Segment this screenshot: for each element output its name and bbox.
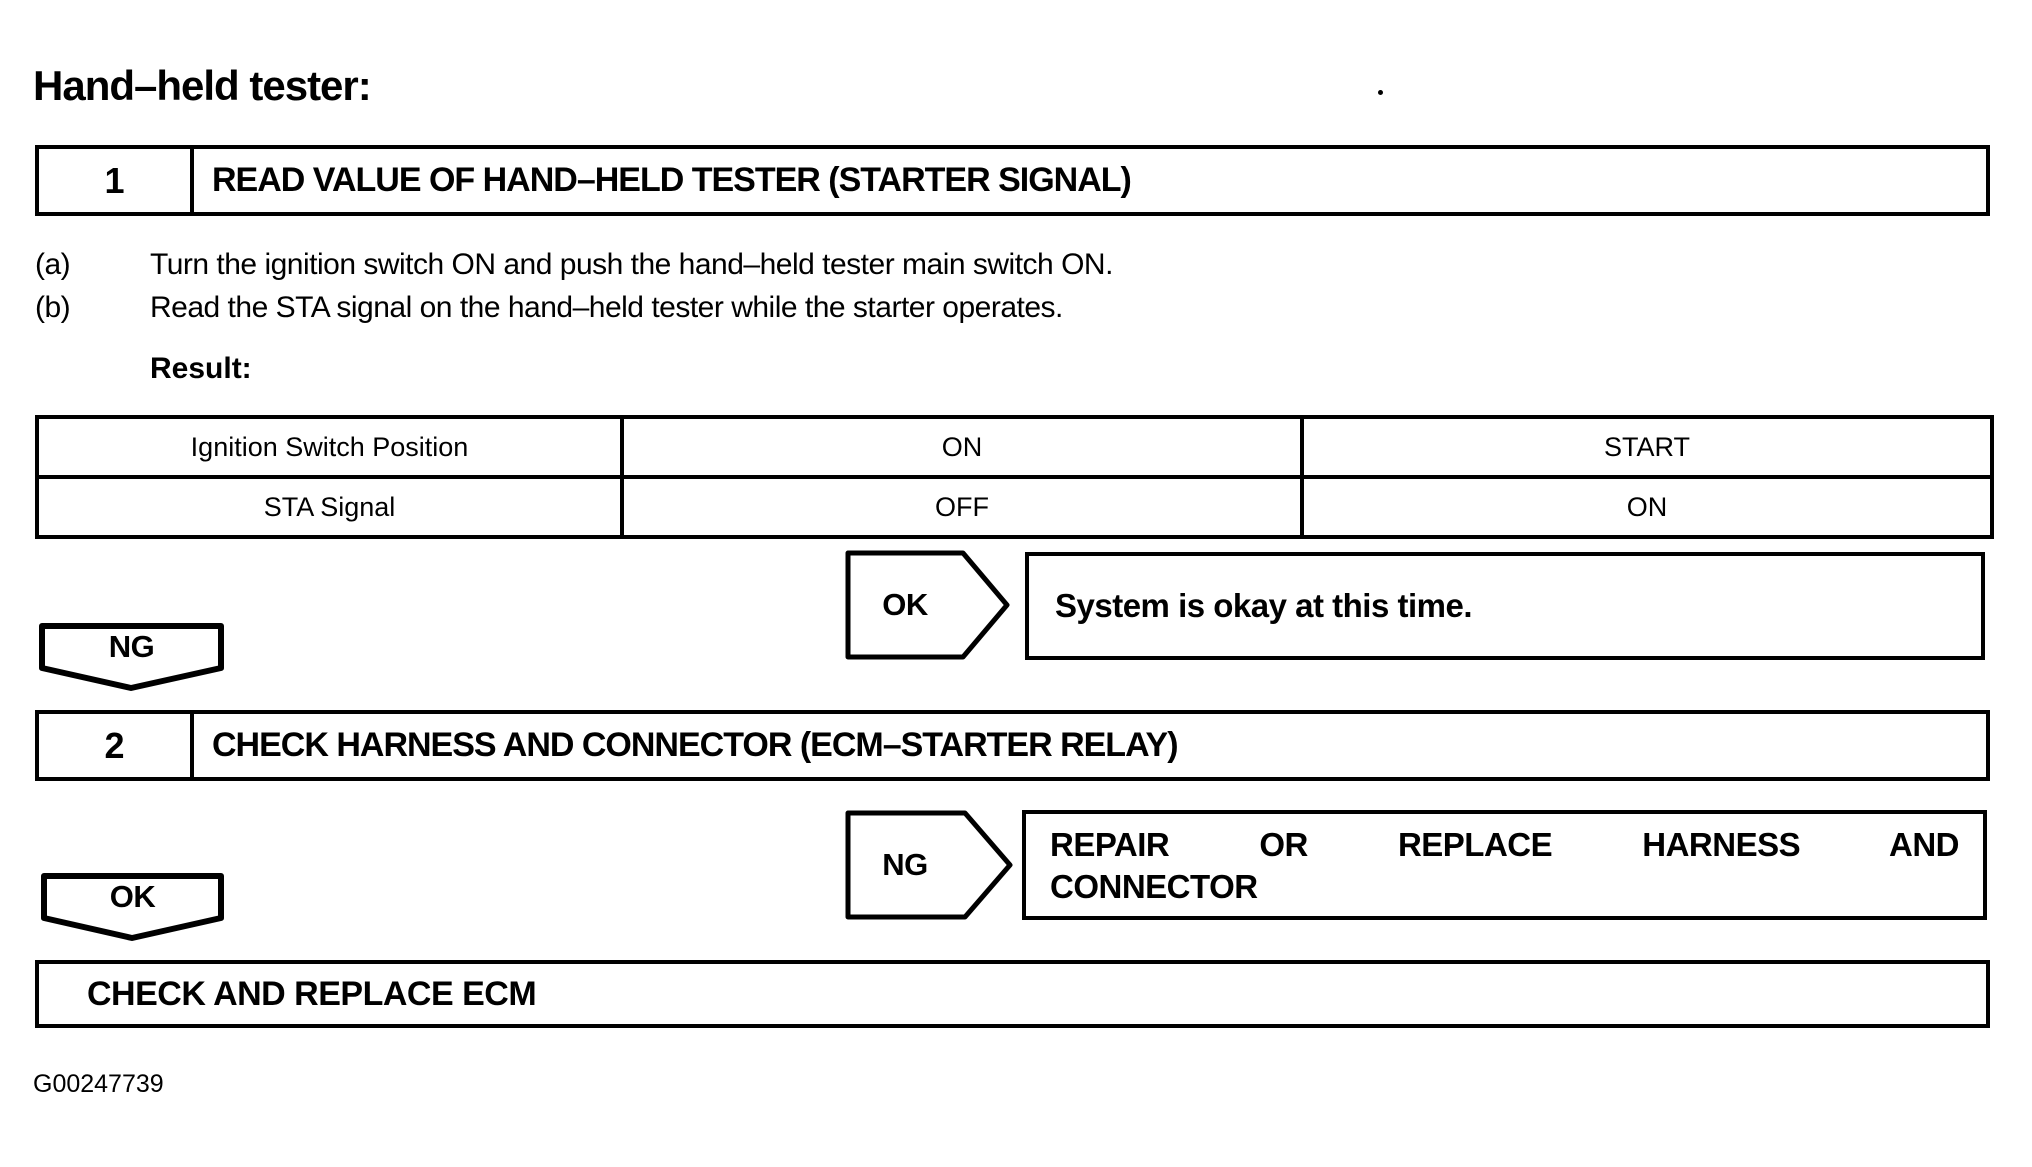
step2-number: 2 xyxy=(39,714,194,777)
step1-ng-connector: NG xyxy=(38,622,225,692)
step2-title: CHECK HARNESS AND CONNECTOR (ECM–STARTER… xyxy=(212,726,1179,764)
table-cell-sta-off: OFF xyxy=(620,475,1304,539)
scan-artifact-dot xyxy=(1378,90,1383,95)
result-table: Ignition Switch Position ON START STA Si… xyxy=(35,415,1994,539)
step2-ok-label: OK xyxy=(109,879,156,914)
step1-header: 1 READ VALUE OF HAND–HELD TESTER (STARTE… xyxy=(35,145,1990,216)
result-label: Result: xyxy=(150,352,252,385)
table-cell-ignition-on: ON xyxy=(620,415,1304,479)
step2-ok-outcome-box: CHECK AND REPLACE ECM xyxy=(35,960,1990,1028)
ok-arrow-down-icon xyxy=(41,873,224,941)
instruction-a-text: Turn the ignition switch ON and push the… xyxy=(150,248,1113,281)
step1-ok-label: OK xyxy=(882,587,928,622)
ng-arrow-right-icon xyxy=(845,810,1013,920)
table-cell-sta-label: STA Signal xyxy=(35,475,624,539)
repair-outcome-line2: CONNECTOR xyxy=(1050,868,1258,905)
table-row: STA Signal OFF ON xyxy=(35,475,1994,539)
step2-ok-connector: OK xyxy=(40,872,225,942)
table-cell-sta-on: ON xyxy=(1300,475,1994,539)
step1-title: READ VALUE OF HAND–HELD TESTER (STARTER … xyxy=(212,161,1132,199)
step2-header: 2 CHECK HARNESS AND CONNECTOR (ECM–START… xyxy=(35,710,1990,781)
step2-ng-label: NG xyxy=(882,847,928,882)
instruction-a-label: (a) xyxy=(35,248,71,281)
instruction-b-text: Read the STA signal on the hand–held tes… xyxy=(150,291,1063,324)
page-title: Hand–held tester: xyxy=(33,62,372,109)
step1-number: 1 xyxy=(39,149,194,212)
table-cell-ignition-start: START xyxy=(1300,415,1994,479)
instruction-b: (b) Read the STA signal on the hand–held … xyxy=(35,291,1063,325)
figure-id: G00247739 xyxy=(33,1070,164,1098)
repair-outcome-line1: REPAIR OR REPLACE HARNESS AND xyxy=(1050,826,1960,863)
step2-ng-connector: NG xyxy=(845,810,1013,920)
step1-ok-connector: OK xyxy=(845,550,1010,660)
table-row: Ignition Switch Position ON START xyxy=(35,415,1994,479)
table-cell-ignition-label: Ignition Switch Position xyxy=(35,415,624,479)
step2-ng-outcome-box: REPAIR OR REPLACE HARNESS AND CONNECTOR xyxy=(1022,810,1987,920)
step1-ng-label: NG xyxy=(108,629,155,664)
instruction-a: (a) Turn the ignition switch ON and push … xyxy=(35,248,1113,282)
instruction-b-label: (b) xyxy=(35,291,71,324)
ok-arrow-right-icon xyxy=(845,550,1010,660)
ng-arrow-down-icon xyxy=(39,623,224,691)
step1-ok-outcome-box: System is okay at this time. xyxy=(1025,552,1985,660)
